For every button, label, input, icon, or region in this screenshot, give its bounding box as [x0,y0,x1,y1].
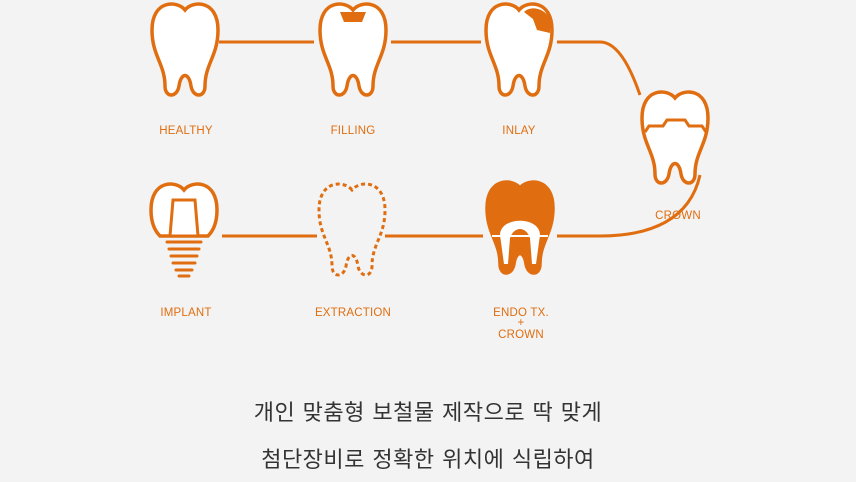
inlay-patch [524,8,551,33]
label-implant: IMPLANT [160,307,211,319]
label-filling: FILLING [331,125,376,137]
label-endo-crown: CROWN [498,329,544,341]
treatment-flow-diagram: HEALTHY FILLING INLAY CROWN IMPLANT EXTR… [149,2,710,341]
label-extraction: EXTRACTION [315,307,391,319]
filling-patch [340,12,366,22]
label-endo: ENDO TX. [493,307,549,319]
implant-abutment [168,198,200,238]
crown-cap-line [643,118,708,133]
filling-tooth-icon [318,2,388,97]
label-crown: CROWN [655,210,701,222]
label-endo-plus: + [518,317,525,329]
healthy-tooth-icon [150,2,220,97]
endo-tooth-icon [485,180,555,275]
endo-cavity [500,220,540,264]
implant-screw [165,240,203,278]
label-inlay: INLAY [502,125,536,137]
connector-crown-endo [557,174,702,238]
caption-line-1: 개인 맞춤형 보철물 제작으로 딱 맞게 [253,401,603,426]
crown-tooth-icon [640,90,710,185]
connector-lines [219,40,702,238]
inlay-tooth-icon [484,2,554,97]
caption-line-2: 첨단장비로 정확한 위치에 식립하여 [261,448,595,473]
extraction-tooth-icon [317,182,387,277]
connector-inlay-crown [557,40,642,96]
label-healthy: HEALTHY [159,125,213,137]
implant-icon [149,182,219,278]
